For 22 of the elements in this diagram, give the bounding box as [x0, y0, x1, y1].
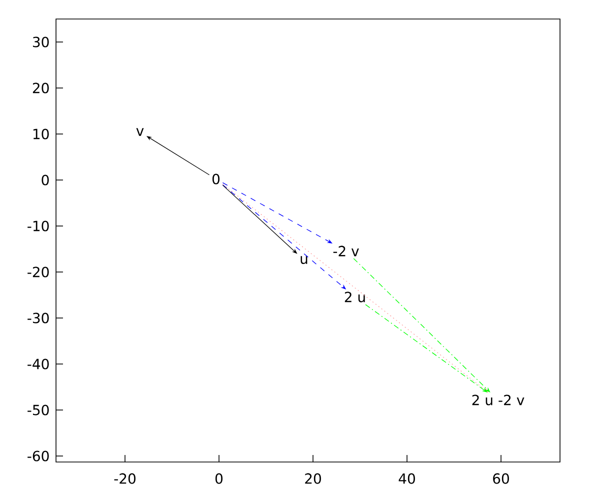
point-label: 0 — [212, 174, 220, 184]
point-label: v — [136, 128, 144, 136]
tick-label: -20 — [114, 473, 136, 484]
tick-label: 40 — [398, 473, 415, 484]
tick-label: 20 — [32, 82, 49, 94]
tick-label: -40 — [28, 358, 49, 370]
tick-label: 60 — [493, 473, 509, 484]
tick-label: 0 — [42, 174, 49, 186]
tick-label: 0 — [215, 473, 223, 484]
tick-label: -30 — [28, 312, 49, 324]
point-label: -2 v — [333, 246, 359, 256]
tick-label: -50 — [28, 404, 49, 416]
tick-label: 30 — [32, 36, 49, 48]
tick-label: -10 — [28, 220, 49, 232]
vector-arrow — [365, 304, 488, 392]
point-label: 2 u — [344, 292, 365, 302]
point-label: 2 u -2 v — [472, 394, 524, 406]
point-label: u — [300, 256, 308, 264]
tick-label: 20 — [305, 473, 321, 484]
tick-label: -20 — [28, 266, 49, 278]
tick-label: 10 — [33, 128, 49, 140]
tick-label: -60 — [28, 450, 49, 462]
